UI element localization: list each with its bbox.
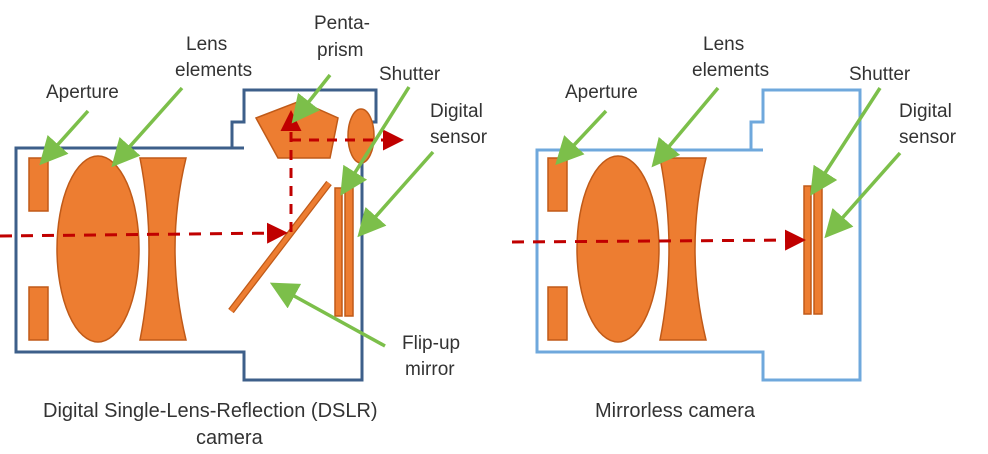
dslr-light-path-in [0, 222, 288, 244]
mirrorless-shutter-arrow [810, 87, 882, 196]
dslr-flip-up-mirror-fill [229, 181, 331, 313]
mirrorless-sensor-label-2: sensor [899, 127, 957, 148]
dslr-aperture-bottom [28, 286, 49, 341]
dslr-sensor [344, 187, 354, 317]
mirrorless-lens-arrow [651, 86, 720, 168]
dslr-lens-label-2: elements [175, 60, 252, 81]
dslr-convex-lens [56, 155, 140, 343]
mirrorless-caption: Mirrorless camera [595, 400, 756, 422]
dslr-shutter [334, 187, 343, 317]
dslr-mirror-arrow [269, 282, 386, 348]
dslr-eyepiece-lens [347, 108, 375, 164]
dslr-lens-label-1: Lens [186, 34, 227, 55]
dslr-sensor-label-1: Digital [430, 101, 483, 122]
mirrorless-shutter [803, 185, 812, 315]
dslr-prism-arrow [291, 73, 332, 124]
mirrorless-body-outline [535, 88, 862, 382]
mirrorless-lens-label-1: Lens [703, 34, 744, 55]
mirrorless-sensor [813, 185, 823, 315]
mirrorless-camera: Aperture Lens elements Shutter Digital s… [511, 34, 957, 422]
dslr-shutter-arrow [340, 86, 411, 196]
mirrorless-convex-lens [576, 155, 660, 343]
mirrorless-shutter-label: Shutter [849, 64, 911, 85]
dslr-aperture-label: Aperture [46, 82, 119, 103]
dslr-shutter-label: Shutter [379, 64, 441, 85]
dslr-caption-line1: Digital Single-Lens-Reflection (DSLR) [43, 400, 378, 422]
mirrorless-aperture-bottom [547, 286, 568, 341]
dslr-lens-arrow [111, 86, 184, 168]
mirrorless-light-path [511, 229, 806, 251]
dslr-aperture-top [28, 157, 49, 212]
dslr-mirror-label-2: mirror [405, 359, 455, 380]
mirrorless-aperture-arrow [555, 109, 608, 166]
dslr-aperture-arrow [39, 109, 90, 166]
mirrorless-sensor-label-1: Digital [899, 101, 952, 122]
mirrorless-aperture-label: Aperture [565, 82, 638, 103]
dslr-concave-lens [139, 157, 187, 341]
dslr-sensor-arrow [357, 150, 435, 238]
mirrorless-sensor-arrow [824, 151, 902, 239]
dslr-sensor-label-2: sensor [430, 127, 488, 148]
dslr-prism-label-2: prism [317, 40, 363, 61]
dslr-pentaprism [254, 100, 339, 159]
mirrorless-lens-label-2: elements [692, 60, 769, 81]
dslr-prism-label-1: Penta- [314, 13, 370, 34]
dslr-caption-line2: camera [196, 427, 264, 449]
mirrorless-aperture-top [547, 157, 568, 212]
dslr-camera: Aperture Lens elements Penta- prism Shut… [0, 13, 488, 449]
dslr-mirror-label-1: Flip-up [402, 333, 460, 354]
mirrorless-concave-lens [659, 157, 707, 341]
